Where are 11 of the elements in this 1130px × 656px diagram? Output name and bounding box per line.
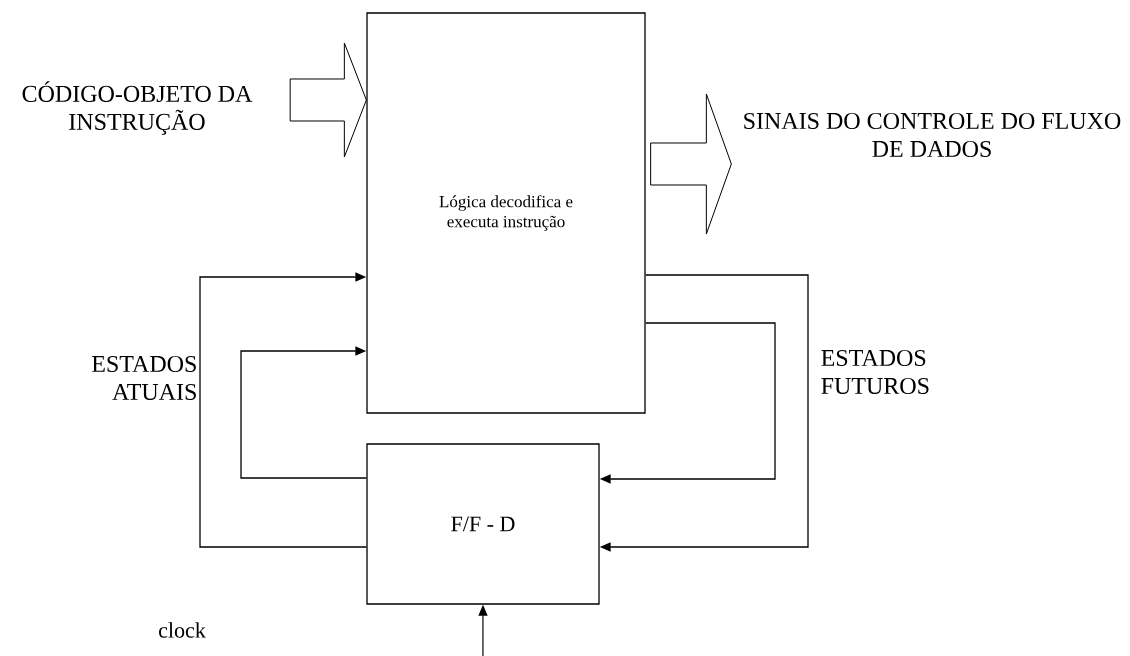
block-arrow (289, 42, 367, 158)
signal-label: SINAIS DO CONTROLE DO FLUXO DE DADOS (744, 112, 1121, 158)
feedback-arrow (199, 272, 367, 548)
flip-flop-box: F/F - D (366, 443, 600, 605)
state-label: ESTADOS ATUAIS (91, 355, 196, 401)
logic-block: Lógica decodifica e executa instrução (366, 12, 646, 414)
clock-label: clock (159, 622, 206, 638)
state-label: ESTADOS FUTUROS (821, 349, 929, 395)
block-arrow (650, 93, 732, 235)
signal-label: CÓDIGO-OBJETO DA INSTRUÇÃO (22, 81, 253, 135)
feedback-arrow (240, 346, 367, 479)
